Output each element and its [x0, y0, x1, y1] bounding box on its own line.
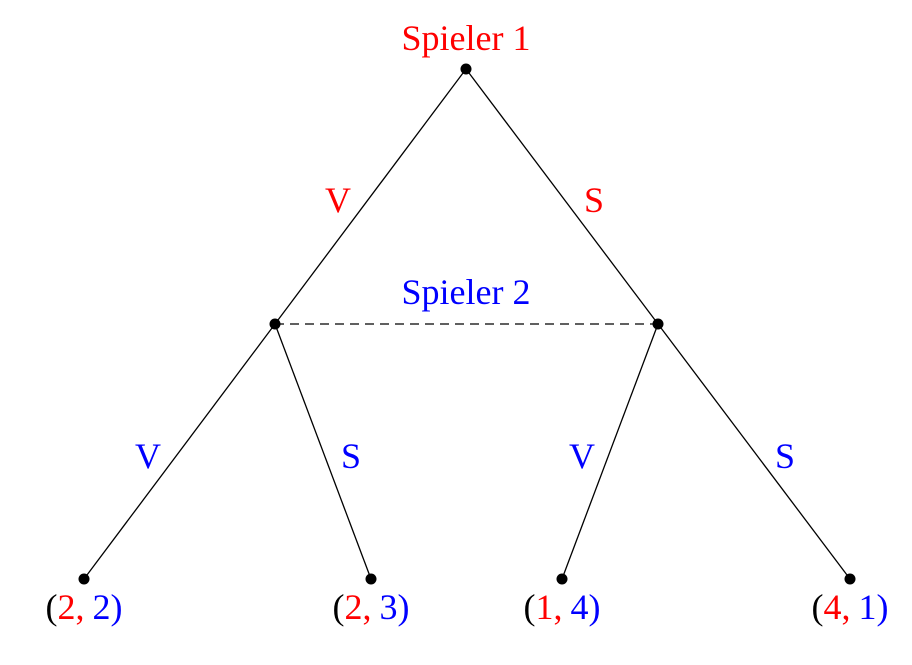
paren-close: ) [877, 587, 889, 627]
paren-open: ( [333, 587, 345, 627]
paren-open: ( [46, 587, 58, 627]
payoff-p2: 4 [571, 587, 589, 627]
edge-p1-v [274, 68, 467, 325]
edges [83, 68, 851, 580]
comma: , [554, 587, 563, 627]
paren-close: ) [111, 587, 123, 627]
p1-move-v: V [325, 180, 351, 220]
nodes [78, 63, 856, 585]
p2-move-v-right: V [569, 436, 595, 476]
player2-label: Spieler 2 [402, 272, 531, 312]
leaf-node [78, 573, 90, 585]
p2-move-s-right: S [775, 436, 795, 476]
edge-l-v [83, 323, 276, 580]
payoff-label: (4,1) [812, 587, 889, 627]
comma: , [76, 587, 85, 627]
edge-p1-s [465, 68, 659, 325]
payoff-label: (1,4) [524, 587, 601, 627]
leaf-node [365, 573, 377, 585]
root-node [460, 63, 472, 75]
leaf-node [844, 573, 856, 585]
p2-node-left [269, 318, 281, 330]
comma: , [842, 587, 851, 627]
payoff-p2: 1 [859, 587, 877, 627]
edge-r-s [657, 323, 851, 580]
paren-open: ( [524, 587, 536, 627]
payoff-p1: 4 [824, 587, 842, 627]
payoff-p1: 1 [536, 587, 554, 627]
paren-close: ) [589, 587, 601, 627]
payoff-p2: 3 [380, 587, 398, 627]
leaf-node [556, 573, 568, 585]
p2-move-s-left: S [341, 436, 361, 476]
payoff-p1: 2 [345, 587, 363, 627]
payoff-p2: 2 [93, 587, 111, 627]
player1-label: Spieler 1 [402, 18, 531, 58]
payoff-label: (2,2) [46, 587, 123, 627]
payoff-label: (2,3) [333, 587, 410, 627]
comma: , [363, 587, 372, 627]
edge-l-s [274, 323, 372, 580]
payoff-p1: 2 [58, 587, 76, 627]
paren-open: ( [812, 587, 824, 627]
p1-move-s: S [584, 180, 604, 220]
p2-move-v-left: V [135, 436, 161, 476]
paren-close: ) [398, 587, 410, 627]
edge-r-v [561, 323, 659, 580]
p2-node-right [652, 318, 664, 330]
